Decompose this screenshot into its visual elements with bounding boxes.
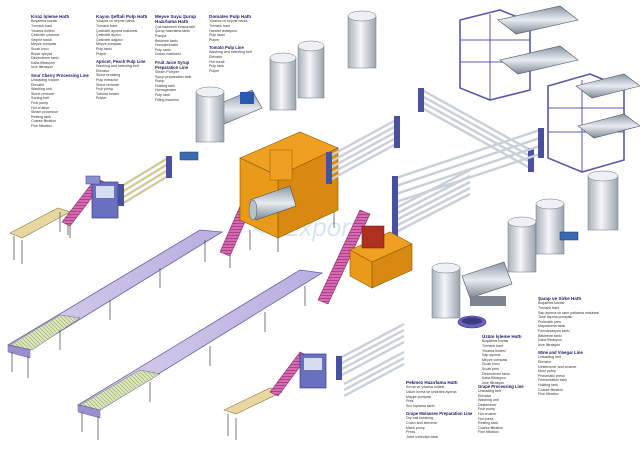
tube-rack-grape bbox=[392, 170, 470, 236]
list-item: Fine filtration bbox=[478, 430, 534, 435]
list-item: Fine filtration bbox=[31, 124, 89, 129]
label-juice-line: Meyve Suyu Şurup Hazırlama Hattı Çok kad… bbox=[155, 14, 209, 102]
list-item: İnce filtrasyon bbox=[538, 343, 626, 348]
label-wine-line: Şarap ve Sirke Hattı Boşaltma kovasıTırm… bbox=[538, 296, 626, 397]
vinegar-pump bbox=[560, 232, 578, 240]
grape-tube-rack-lower bbox=[336, 324, 404, 380]
list-item: Pulper bbox=[209, 38, 265, 43]
tomato-items: Yıkama ve seçme bandıTırmanlı bantHarare… bbox=[209, 19, 265, 42]
cherry-tube-rack bbox=[118, 156, 172, 206]
list-item: Pulper bbox=[209, 69, 265, 74]
list-item: Ince filtrasyon bbox=[31, 65, 89, 70]
grape-proc-items: Unloading beltElevatorWashing unitDestem… bbox=[478, 389, 534, 435]
list-item: Pulper bbox=[96, 52, 152, 57]
grape-hopper bbox=[458, 316, 486, 328]
list-item: Pulper bbox=[96, 96, 152, 101]
label-tomato-line: Domates Pulp Hattı Yıkama ve seçme bandı… bbox=[209, 14, 265, 73]
juice-subtitle: Fruit Juice Syrup Preparation Line bbox=[155, 60, 209, 70]
molasses-sub-items: Dry ball breakingCrush and stemmerMash p… bbox=[406, 416, 476, 439]
cherry-pump bbox=[180, 152, 198, 160]
juice-sub-items: Steam PumperSyrup preparation tankPumpHo… bbox=[155, 70, 209, 102]
label-grape-line: Üzüm İşleme Hattı Boşaltma kovasıTırmanl… bbox=[482, 334, 534, 385]
molasses-sorting-table bbox=[224, 388, 282, 440]
list-item: Juice collection tank bbox=[406, 435, 476, 440]
list-item: Dolum makinesi bbox=[155, 52, 209, 57]
evaporator-frame-top bbox=[460, 6, 578, 100]
list-item: Filling machine bbox=[155, 98, 209, 103]
list-item: Fine filtration bbox=[538, 392, 626, 397]
grape-press bbox=[462, 262, 512, 306]
juice-title: Meyve Suyu Şurup Hazırlama Hattı bbox=[155, 14, 209, 25]
cherry-sorting-table bbox=[10, 208, 70, 264]
apricot-sub-items: Washing and selecting beltElevatorStone … bbox=[96, 64, 152, 101]
long-conveyor-upper bbox=[8, 230, 222, 378]
label-apricot-line: Kayısı Şeftali Pulp Hattı Yıkama ve seçm… bbox=[96, 14, 152, 101]
molasses-washer bbox=[300, 354, 326, 388]
evaporator-frame-bottom bbox=[548, 74, 640, 172]
list-item: Sıvı toplama tankı bbox=[406, 404, 476, 409]
label-molasses-line: Pekmez Hazırlama Hattı Kırma ve yıkama ü… bbox=[406, 380, 476, 439]
